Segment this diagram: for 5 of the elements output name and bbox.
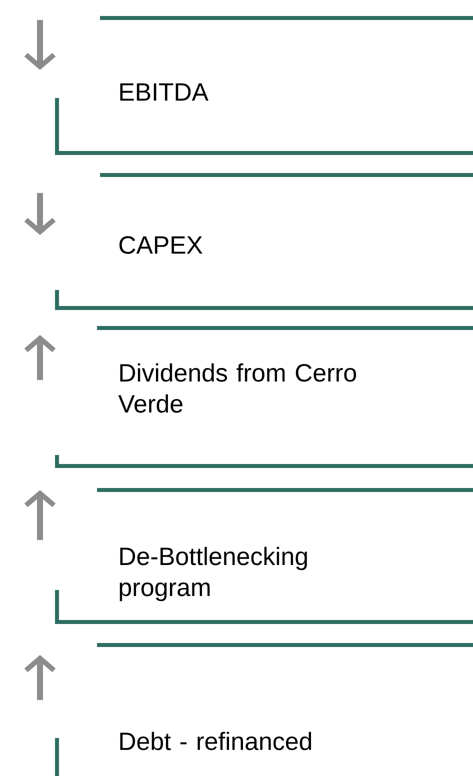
text-panel: Dividends from Cerro Verde	[55, 326, 473, 468]
text-panel: CAPEX	[55, 173, 473, 310]
text-panel: De-Bottlenecking program	[55, 488, 473, 624]
text-panel: Debt - refinanced	[55, 643, 473, 776]
text-panel: EBITDA	[55, 16, 473, 155]
